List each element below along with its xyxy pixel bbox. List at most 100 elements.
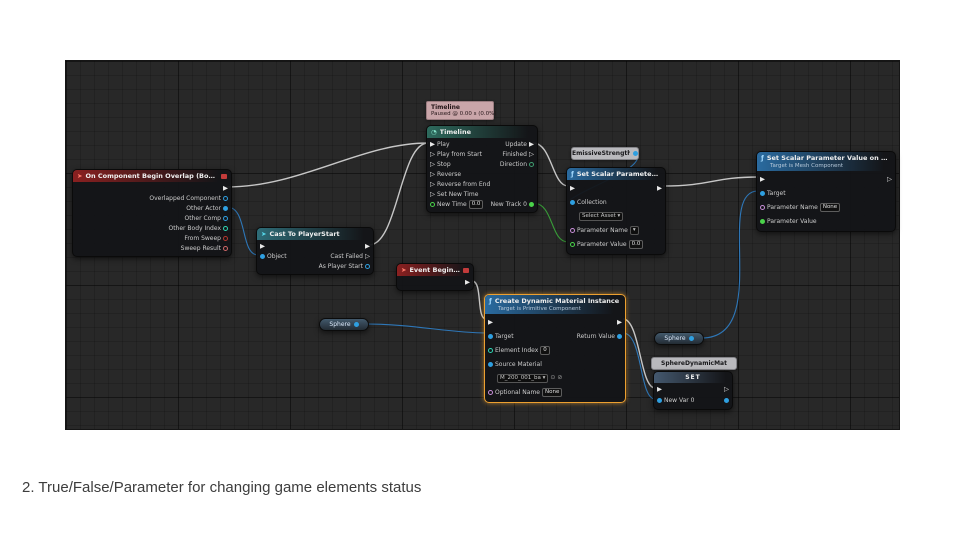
float-pin[interactable]: [760, 218, 765, 224]
object-pin[interactable]: [657, 398, 662, 403]
dropdown[interactable]: M_200_001_ba ▾: [497, 373, 549, 383]
struct-pin[interactable]: [223, 245, 228, 251]
object-pin[interactable]: [223, 195, 228, 201]
browse-icon[interactable]: ⊘: [557, 374, 563, 381]
node-row: New Var 0: [654, 395, 732, 406]
wire-sphere-to-createdmi-target: [366, 323, 487, 334]
exec-pin[interactable]: ▶: [657, 385, 662, 394]
pin-label: Cast Failed: [330, 252, 363, 260]
exec-pin[interactable]: ▶: [617, 317, 622, 326]
float-pin[interactable]: [529, 201, 534, 207]
node-set-sphere-dynamic-mat[interactable]: SET▶▷New Var 0: [653, 371, 733, 410]
object-pin[interactable]: [724, 398, 729, 403]
node-sphere-var-right[interactable]: Sphere: [654, 332, 704, 345]
node-row: ▷Set New Time: [427, 189, 537, 199]
name-pin[interactable]: [760, 204, 765, 210]
node-title: Sphere: [329, 321, 351, 328]
value-field[interactable]: 0: [540, 345, 550, 355]
float-pin[interactable]: [570, 241, 575, 247]
pin-label: Reverse from End: [437, 180, 491, 188]
blueprint-graph[interactable]: ➤On Component Begin Overlap (Box_StandRa…: [65, 60, 900, 430]
value-field[interactable]: 0.0: [468, 199, 484, 209]
object-pin[interactable]: [488, 333, 493, 339]
exec-pin[interactable]: ▶: [260, 241, 265, 250]
exec-pin[interactable]: ▶: [657, 183, 662, 192]
float-pin[interactable]: [430, 201, 435, 207]
pin-label: Source Material: [495, 360, 542, 368]
node-event-beginplay[interactable]: ➤Event BeginPlay▶: [396, 263, 474, 291]
exec-pin[interactable]: ▷: [430, 179, 435, 188]
exec-pin[interactable]: ▷: [529, 149, 534, 158]
wire-createdmi-exec-to-set-exec: [622, 318, 656, 389]
object-pin[interactable]: [260, 253, 265, 259]
node-subtitle: Target is Primitive Component: [498, 306, 581, 312]
exec-pin[interactable]: ▷: [724, 385, 729, 394]
exec-pin[interactable]: ▶: [488, 317, 493, 326]
object-pin[interactable]: [760, 190, 765, 196]
pin-label: New Var 0: [664, 397, 695, 404]
node-row: ▶▷: [757, 172, 895, 186]
pin-label: Finished: [502, 150, 527, 158]
exec-pin[interactable]: ▶: [465, 277, 470, 286]
object-pin[interactable]: [223, 205, 228, 211]
wire-setpv-exec-to-setmats-exec: [662, 176, 759, 187]
pin-label: Update: [505, 140, 527, 148]
exec-pin[interactable]: ▶: [529, 139, 534, 148]
node-row: Parameter Name▾: [567, 223, 665, 237]
bool-pin[interactable]: [223, 235, 228, 241]
exec-pin[interactable]: ▷: [430, 149, 435, 158]
enum-pin[interactable]: [529, 161, 534, 167]
object-pin[interactable]: [223, 215, 228, 221]
pin-label: Parameter Name: [577, 226, 628, 234]
exec-pin[interactable]: ▷: [430, 169, 435, 178]
object-pin[interactable]: [688, 336, 694, 341]
object-pin[interactable]: [633, 151, 638, 156]
name-pin[interactable]: [488, 389, 493, 395]
exec-pin[interactable]: ▶: [570, 183, 575, 192]
dropdown[interactable]: Select Asset ▾: [579, 211, 624, 221]
cast-icon: ➤: [261, 229, 267, 238]
exec-pin[interactable]: ▷: [365, 251, 370, 260]
event-icon: ➤: [401, 265, 407, 274]
node-emissive-strength-var[interactable]: EmissiveStrength: [571, 147, 639, 160]
node-title: Cast To PlayerStart: [269, 230, 340, 238]
exec-pin[interactable]: ▶: [223, 183, 228, 192]
object-pin[interactable]: [570, 199, 575, 205]
dropdown[interactable]: ▾: [629, 225, 639, 235]
pin-label: Sweep Result: [180, 244, 221, 252]
value-field[interactable]: 0.0: [628, 239, 644, 249]
name-pin[interactable]: [570, 227, 575, 233]
node-sphere-dynamic-mat-tag[interactable]: SphereDynamicMat: [651, 357, 737, 370]
pin-label: Other Actor: [186, 204, 221, 212]
object-pin[interactable]: [488, 361, 493, 367]
object-pin[interactable]: [617, 333, 622, 339]
exec-pin[interactable]: ▷: [430, 189, 435, 198]
object-pin[interactable]: [365, 263, 370, 269]
value-field[interactable]: None: [541, 387, 563, 397]
pin-label: Element Index: [495, 346, 539, 354]
exec-pin[interactable]: ▷: [430, 159, 435, 168]
exec-pin[interactable]: ▶: [430, 139, 435, 148]
node-on-component-begin-overlap[interactable]: ➤On Component Begin Overlap (Box_StandRa…: [72, 169, 232, 257]
value-field[interactable]: None: [819, 202, 841, 212]
search-icon[interactable]: ⊙: [550, 374, 556, 381]
int-pin[interactable]: [488, 347, 493, 353]
pin-label: Play: [437, 140, 450, 148]
exec-pin[interactable]: ▶: [760, 174, 765, 183]
exec-pin[interactable]: ▶: [365, 241, 370, 250]
int-pin[interactable]: [223, 225, 228, 231]
object-pin[interactable]: [353, 322, 359, 327]
exec-pin[interactable]: ▷: [887, 174, 892, 183]
pin-label: From Sweep: [184, 234, 221, 242]
node-sphere-var-left[interactable]: Sphere: [319, 318, 369, 331]
node-row: ▶▷: [654, 384, 732, 395]
